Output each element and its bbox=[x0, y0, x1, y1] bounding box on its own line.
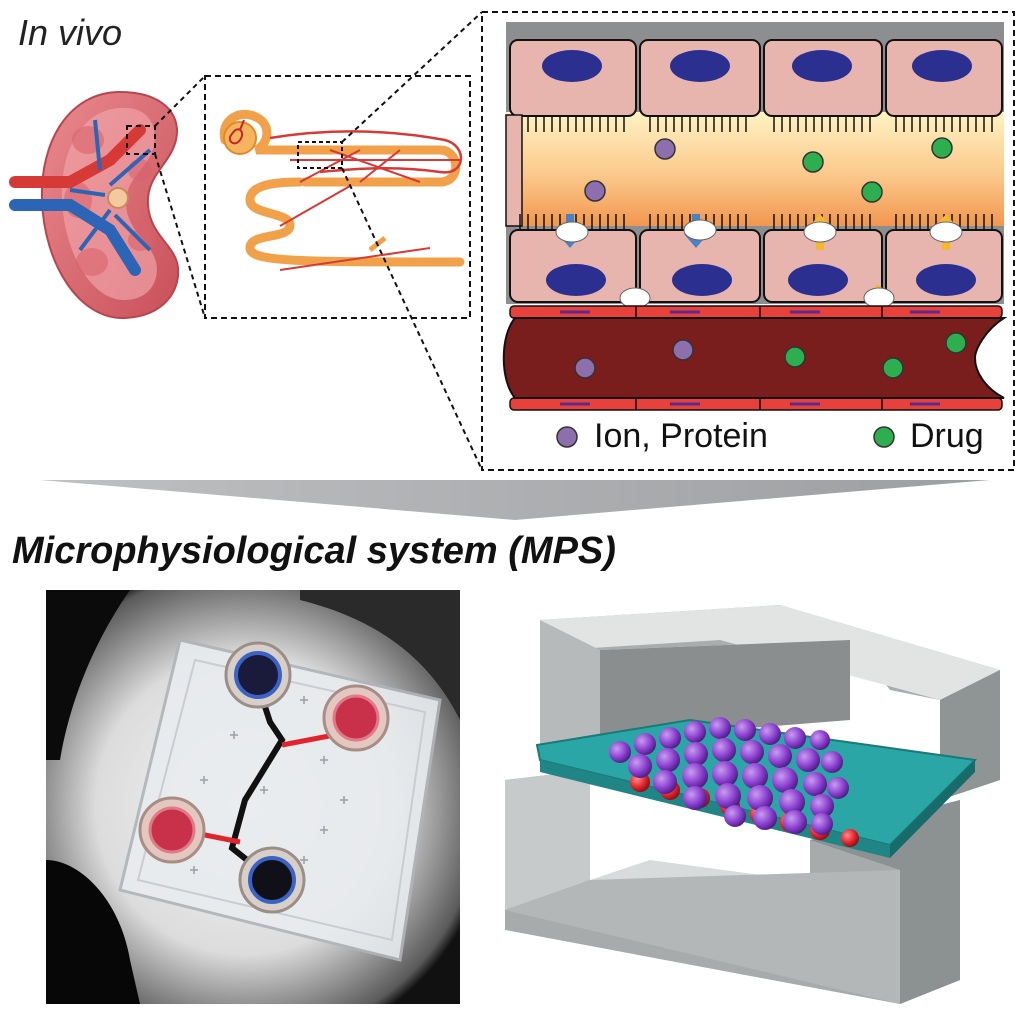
upper-epithelial-cells bbox=[509, 39, 1003, 132]
tubule-zoom-box bbox=[297, 141, 343, 169]
drug-particle bbox=[931, 137, 953, 159]
kidney-illustration bbox=[9, 90, 180, 320]
mps-3d-model bbox=[505, 605, 1000, 1004]
ion-protein-particle bbox=[584, 180, 606, 202]
mps-chip-photo bbox=[46, 590, 460, 1004]
legend-ion-protein-label: Ion, Protein bbox=[594, 417, 768, 455]
legend-ion-protein-dot bbox=[556, 426, 578, 448]
ion-protein-particle bbox=[654, 138, 676, 160]
legend-drug-label: Drug bbox=[910, 417, 984, 455]
transition-arrow bbox=[40, 480, 990, 520]
kidney-zoom-box bbox=[126, 125, 156, 155]
mps-title: Microphysiological system (MPS) bbox=[12, 530, 616, 572]
in-vivo-title: In vivo bbox=[18, 12, 123, 53]
nephron-illustration bbox=[219, 109, 465, 271]
legend-drug-dot bbox=[873, 426, 895, 448]
transport-arrows bbox=[555, 214, 963, 324]
lower-epithelial-cells bbox=[509, 214, 1003, 303]
tubule-cross-section bbox=[502, 22, 1008, 448]
nephron-zoom-box bbox=[204, 75, 471, 319]
drug-particle bbox=[861, 181, 883, 203]
drug-particle bbox=[802, 151, 824, 173]
blood-vessel bbox=[502, 305, 1008, 411]
